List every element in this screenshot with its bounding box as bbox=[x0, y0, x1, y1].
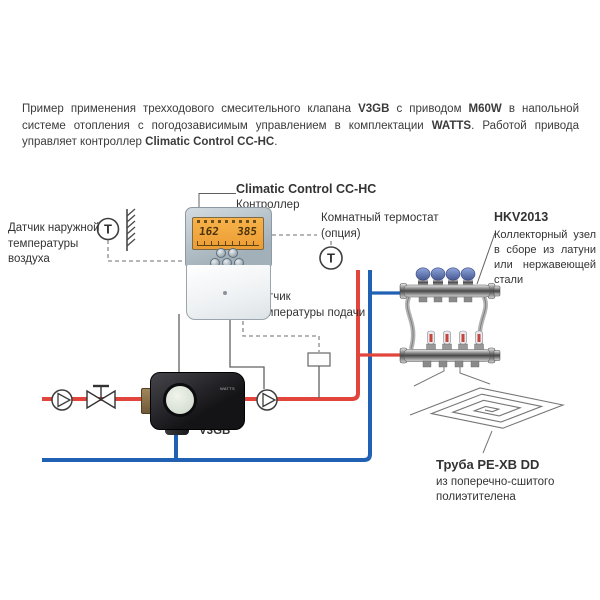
controller-button bbox=[216, 248, 226, 258]
lcd-display: 162 385 bbox=[192, 217, 264, 250]
floor-pipe-title: Труба PE-XB DD bbox=[436, 457, 540, 472]
lcd-status-icons bbox=[197, 220, 259, 223]
controller-housing bbox=[186, 265, 271, 320]
valve-bottom-port bbox=[165, 425, 189, 435]
floor-coil bbox=[410, 388, 563, 432]
pump-icon bbox=[256, 389, 278, 411]
svg-text:T: T bbox=[327, 251, 335, 266]
outdoor-sensor-label: Датчик наружной температуры воздуха bbox=[8, 222, 100, 265]
lcd-scale bbox=[197, 241, 259, 246]
outdoor-temp-symbol: T bbox=[96, 217, 120, 241]
actuator-brand-text: WATTS bbox=[219, 386, 235, 391]
lcd-left-value: 162 bbox=[198, 225, 220, 238]
manifold-description: Коллекторный узел в сборе из латуни или … bbox=[494, 229, 596, 286]
controller-led bbox=[223, 291, 227, 295]
supply-pipe bbox=[42, 270, 404, 401]
balancing-valve-icon bbox=[86, 384, 116, 410]
controller-button bbox=[228, 248, 238, 258]
floor-pipe-desc-1: из поперечно-сшитого bbox=[436, 476, 555, 488]
floor-pipe-desc-2: полиэтителена bbox=[436, 491, 516, 503]
actuator-body: WATTS bbox=[150, 372, 245, 430]
sensor-cables-dashed bbox=[107, 234, 332, 352]
room-thermostat-symbol: T bbox=[319, 246, 343, 270]
intro-paragraph: Пример применения трехходового смеситель… bbox=[22, 103, 580, 148]
pump-icon bbox=[51, 389, 73, 411]
supply-sensor-box bbox=[307, 352, 331, 367]
manifold-knobs bbox=[415, 267, 476, 286]
manifold-title: HKV2013 bbox=[494, 210, 549, 224]
lcd-right-value: 385 bbox=[236, 225, 258, 238]
controller-device: 162 385 bbox=[185, 207, 272, 320]
room-thermostat-label: Комнатный термостат (опция) bbox=[321, 212, 439, 240]
controller-title: Climatic Control CC-HC bbox=[236, 182, 377, 196]
svg-text:T: T bbox=[104, 222, 112, 237]
mixing-valve-device: WATTS bbox=[141, 372, 245, 435]
coil-leader-lines bbox=[413, 367, 493, 454]
wall-hatch bbox=[126, 208, 136, 251]
manifold-flow-meters bbox=[426, 330, 484, 351]
actuator-dial bbox=[163, 383, 197, 417]
manifold bbox=[399, 267, 501, 368]
controller-front-panel: 162 385 bbox=[185, 207, 272, 268]
